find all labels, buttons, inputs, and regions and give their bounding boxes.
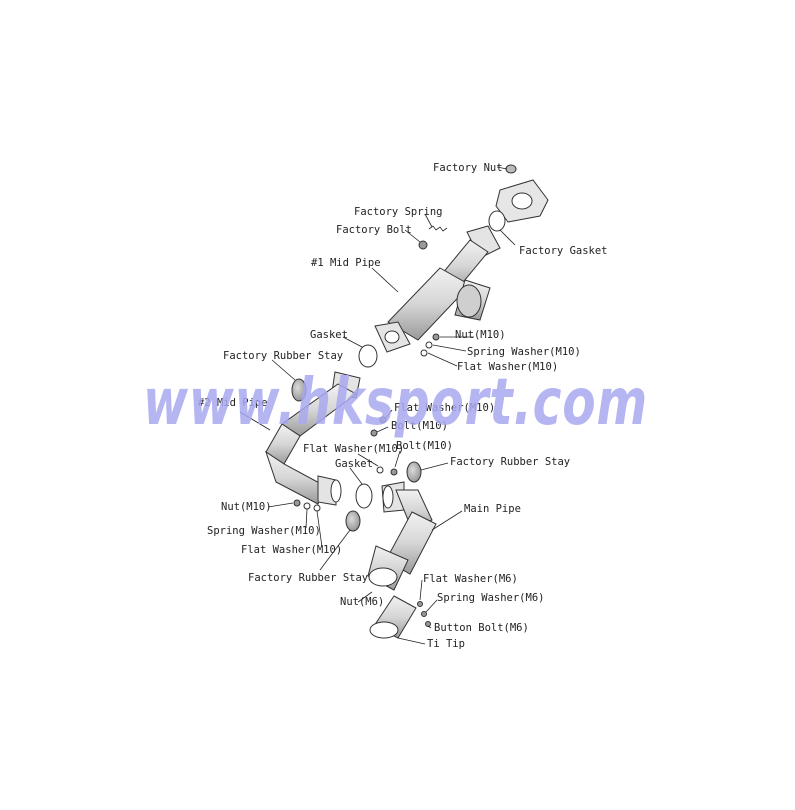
flat-washer-m10-left-part bbox=[313, 504, 321, 512]
gasket-mid-part bbox=[355, 483, 373, 509]
label-factory-spring: Factory Spring bbox=[354, 206, 443, 218]
label-spring-washer-m10-top: Spring Washer(M10) bbox=[467, 346, 581, 358]
label-factory-rubber-stay-top: Factory Rubber Stay bbox=[223, 350, 343, 362]
mid-pipe-2-part bbox=[265, 371, 361, 506]
label-flat-washer-m10-mid: Flat Washer(M10) bbox=[394, 402, 495, 414]
mid-pipe-1-part bbox=[374, 225, 501, 353]
label-flat-washer-m10-top: Flat Washer(M10) bbox=[457, 361, 558, 373]
spring-washer-m10-left-part bbox=[303, 502, 311, 510]
flat-washer-m10-lower-part bbox=[376, 466, 384, 474]
label-bolt-m10-mid: Bolt(M10) bbox=[391, 420, 448, 432]
label-bolt-m10-lower: Bolt(M10) bbox=[396, 440, 453, 452]
label-nut-m10-top: Nut(M10) bbox=[455, 329, 506, 341]
label-factory-bolt: Factory Bolt bbox=[336, 224, 412, 236]
flat-washer-m10-mid-part bbox=[379, 416, 387, 424]
flat-washer-m10-top-part bbox=[420, 349, 428, 357]
label-main-pipe: Main Pipe bbox=[464, 503, 521, 515]
label-nut-m10-left: Nut(M10) bbox=[221, 501, 272, 513]
watermark-text: www.hksport.com bbox=[143, 366, 648, 440]
label-button-bolt-m6: Button Bolt(M6) bbox=[434, 622, 529, 634]
bolt-m10-mid-part bbox=[370, 429, 378, 437]
factory-spring-part bbox=[418, 225, 448, 250]
gasket-top-part bbox=[358, 344, 378, 368]
label-gasket-top: Gasket bbox=[310, 329, 348, 341]
label-factory-rubber-stay-bottom: Factory Rubber Stay bbox=[248, 572, 368, 584]
factory-rubber-stay-right-part bbox=[406, 461, 422, 483]
label-factory-nut: Factory Nut bbox=[433, 162, 503, 174]
label-flat-washer-m10-lower: Flat Washer(M10) bbox=[303, 443, 404, 455]
nut-m10-left-part bbox=[293, 499, 301, 507]
nut-m10-top-part bbox=[432, 333, 440, 341]
label-mid-pipe-2: #2 Mid Pipe bbox=[198, 397, 268, 409]
label-ti-tip: Ti Tip bbox=[427, 638, 465, 650]
label-factory-rubber-stay-right: Factory Rubber Stay bbox=[450, 456, 570, 468]
button-bolt-m6-part bbox=[425, 621, 431, 627]
main-pipe-part bbox=[367, 481, 437, 591]
factory-rubber-stay-top-part bbox=[291, 378, 307, 402]
factory-gasket-part bbox=[488, 210, 506, 232]
spring-washer-m10-top-part bbox=[425, 341, 433, 349]
label-flat-washer-m10-left: Flat Washer(M10) bbox=[241, 544, 342, 556]
factory-nut-part bbox=[505, 164, 517, 174]
label-spring-washer-m10-left: Spring Washer(M10) bbox=[207, 525, 321, 537]
label-mid-pipe-1: #1 Mid Pipe bbox=[311, 257, 381, 269]
leader-lines bbox=[239, 166, 516, 645]
flat-washer-m6-part bbox=[417, 601, 423, 607]
label-factory-gasket: Factory Gasket bbox=[519, 245, 608, 257]
label-flat-washer-m6: Flat Washer(M6) bbox=[423, 573, 518, 585]
label-spring-washer-m6: Spring Washer(M6) bbox=[437, 592, 544, 604]
label-nut-m6: Nut(M6) bbox=[340, 596, 384, 608]
spring-washer-m6-part bbox=[421, 611, 427, 617]
label-gasket-mid: Gasket bbox=[335, 458, 373, 470]
factory-rubber-stay-bottom-part bbox=[345, 510, 361, 532]
bolt-m10-lower-part bbox=[390, 468, 398, 476]
factory-flange-hole bbox=[511, 192, 533, 210]
